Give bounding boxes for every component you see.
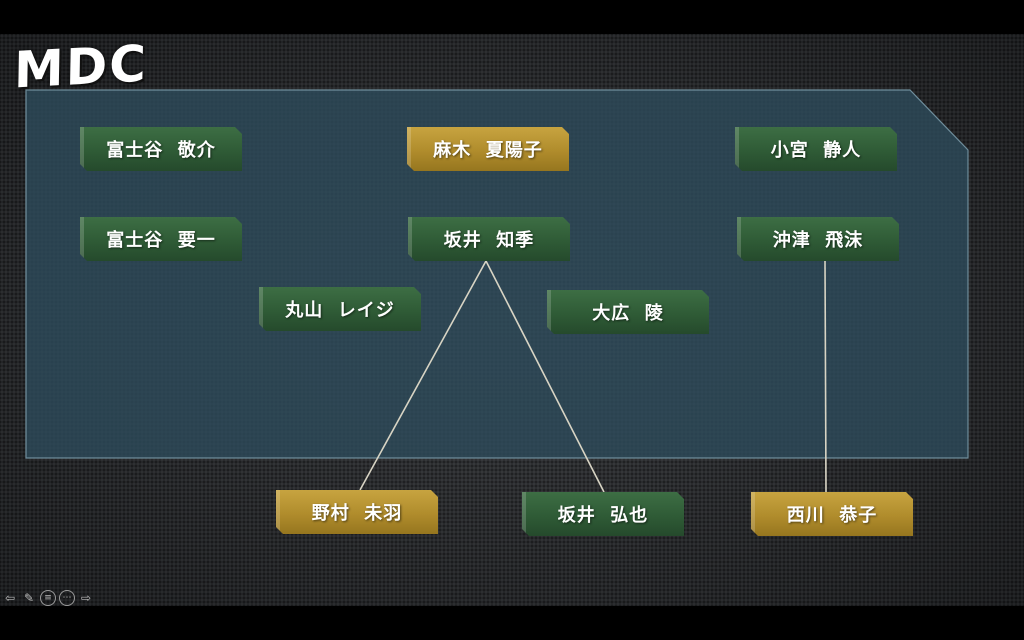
person-node-n2[interactable]: 麻木 夏陽子 bbox=[407, 127, 569, 171]
mdc-logo: MDC bbox=[13, 34, 149, 100]
connector-line-n5-n10 bbox=[485, 260, 605, 493]
person-node-n8[interactable]: 大広 陵 bbox=[547, 290, 709, 334]
connector-line-n5-n9 bbox=[359, 260, 487, 491]
person-node-n6[interactable]: 沖津 飛沫 bbox=[737, 217, 899, 261]
arrow-right-icon[interactable]: ⇨ bbox=[80, 591, 92, 605]
menu-circle-icon[interactable]: ≡ bbox=[40, 590, 56, 606]
pen-icon[interactable]: ✎ bbox=[23, 591, 35, 605]
arrow-left-icon[interactable]: ⇦ bbox=[4, 591, 16, 605]
person-node-n1[interactable]: 富士谷 敬介 bbox=[80, 127, 242, 171]
person-node-n5[interactable]: 坂井 知季 bbox=[408, 217, 570, 261]
person-node-n7[interactable]: 丸山 レイジ bbox=[259, 287, 421, 331]
content-panel bbox=[25, 89, 969, 459]
more-circle-icon[interactable]: ⋯ bbox=[59, 590, 75, 606]
person-node-n10[interactable]: 坂井 弘也 bbox=[522, 492, 684, 536]
slideshow-toolbar: ⇦ ✎ ≡ ⋯ ⇨ bbox=[2, 590, 94, 606]
person-node-n9[interactable]: 野村 未羽 bbox=[276, 490, 438, 534]
connector-group bbox=[359, 260, 827, 493]
person-node-n11[interactable]: 西川 恭子 bbox=[751, 492, 913, 536]
person-node-n3[interactable]: 小宮 静人 bbox=[735, 127, 897, 171]
connector-line-n6-n11 bbox=[824, 260, 827, 493]
person-node-n4[interactable]: 富士谷 要一 bbox=[80, 217, 242, 261]
